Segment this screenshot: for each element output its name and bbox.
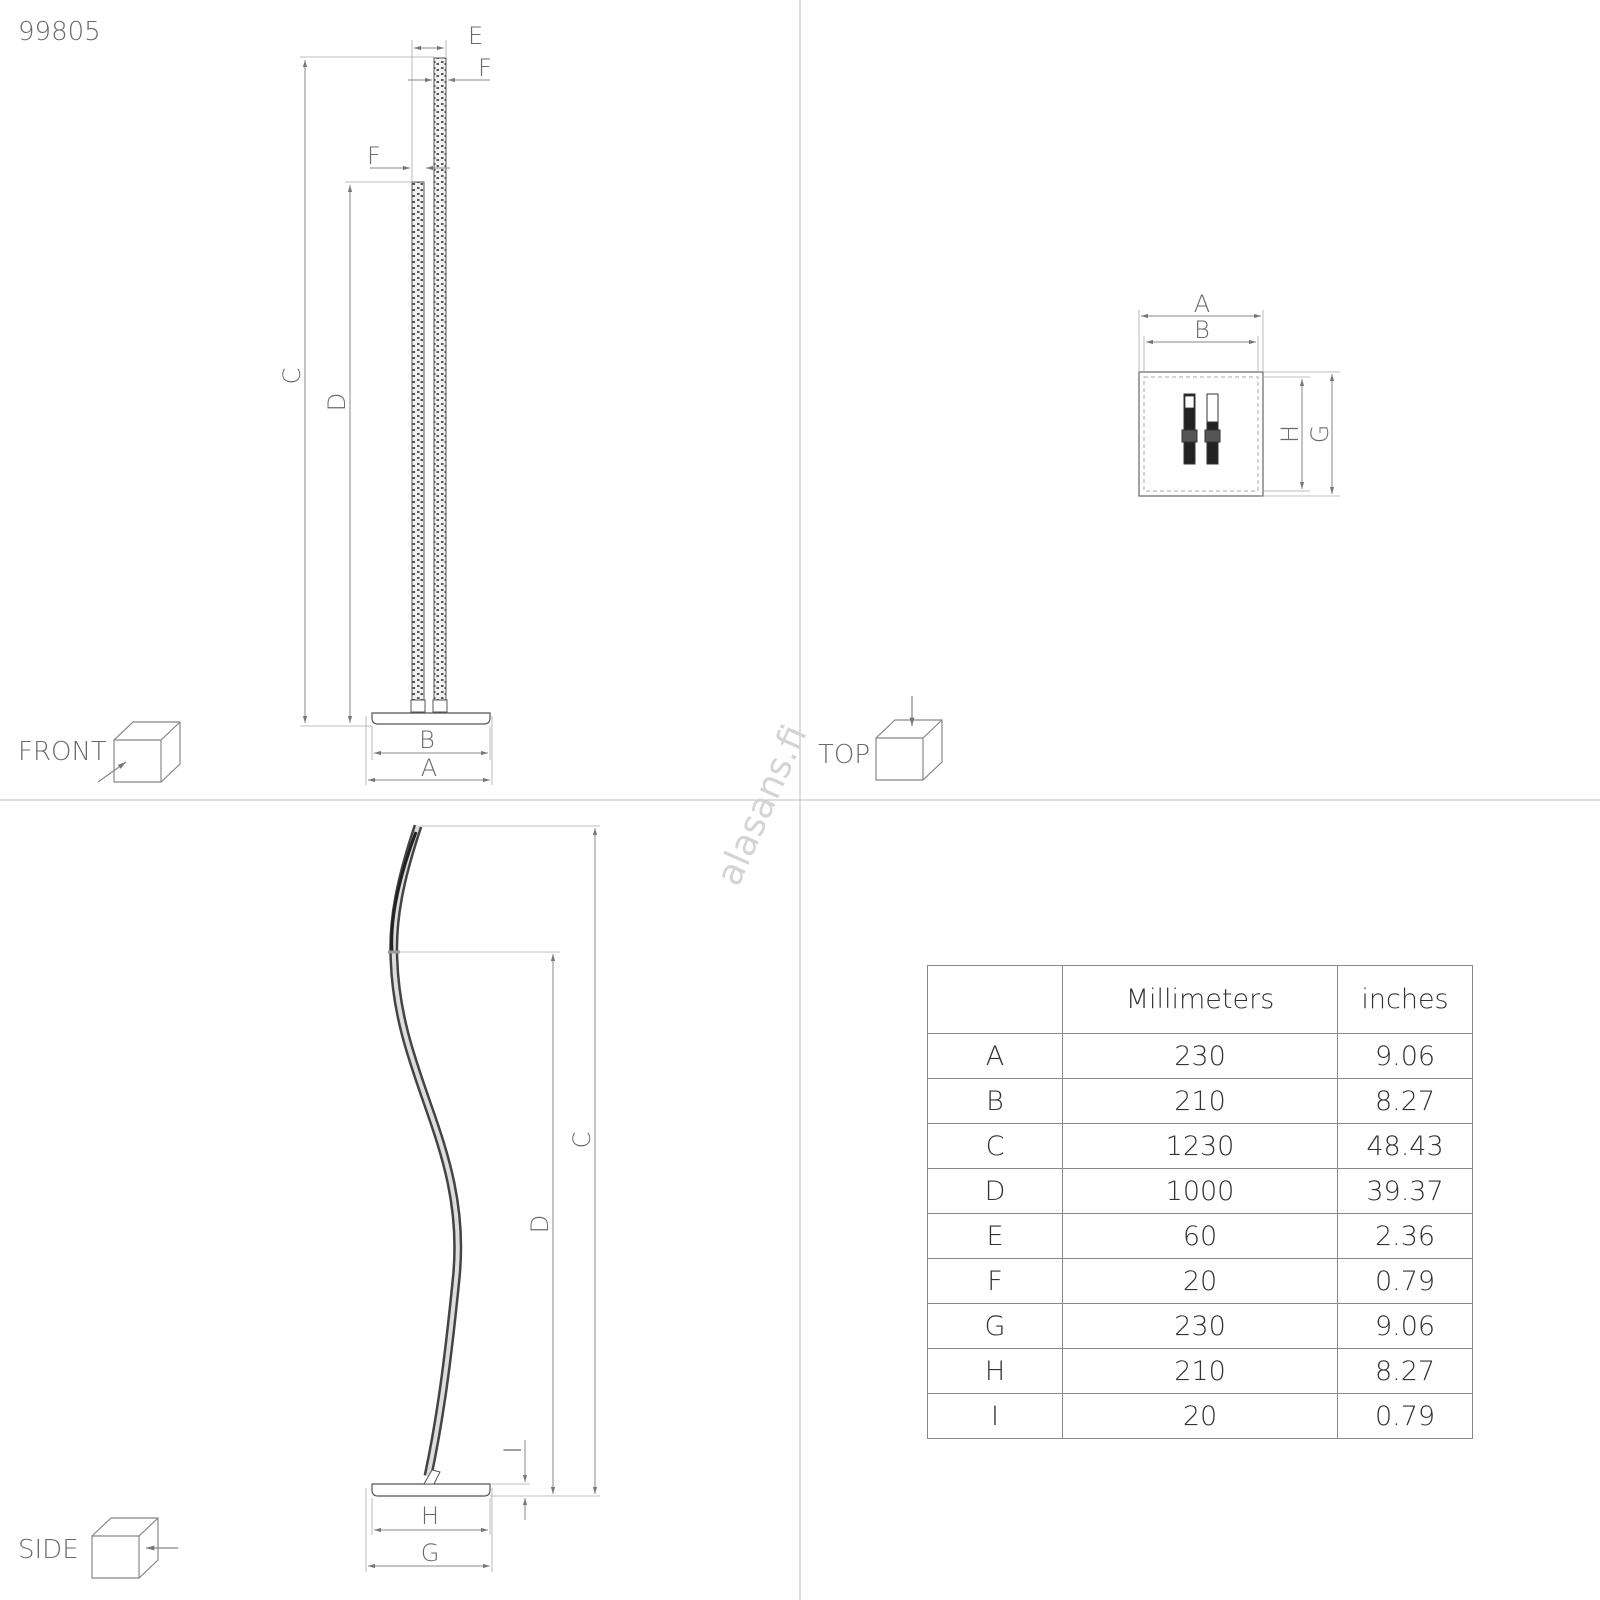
front-label-a: A	[421, 754, 437, 782]
table-cell-inches: 0.79	[1337, 1393, 1473, 1439]
table-cell-inches: 0.79	[1337, 1258, 1473, 1304]
table-row: E 60 2.36	[927, 1213, 1473, 1259]
table-cell-mm: 20	[1062, 1393, 1338, 1439]
top-pole-left	[1183, 393, 1196, 465]
front-label-b: B	[419, 726, 435, 754]
front-view: C D E F F B A FRONT	[18, 22, 493, 785]
top-view-label: TOP	[818, 740, 870, 770]
front-pole-tall	[433, 57, 447, 705]
table-header-cell: Millimeters	[1062, 965, 1338, 1034]
table-cell-inches: 48.43	[1337, 1123, 1473, 1169]
table-cell-inches: 8.27	[1337, 1348, 1473, 1394]
table-cell-letter: H	[927, 1348, 1063, 1394]
table-cell-letter: F	[927, 1258, 1063, 1304]
table-cell-inches: 9.06	[1337, 1033, 1473, 1079]
top-label-h: H	[1276, 425, 1304, 443]
front-label-d: D	[323, 393, 351, 411]
table-cell-inches: 9.06	[1337, 1303, 1473, 1349]
front-label-f-lower: F	[367, 142, 381, 170]
table-row: D 1000 39.37	[927, 1168, 1473, 1214]
table-row: C 1230 48.43	[927, 1123, 1473, 1169]
table-cell-letter: E	[927, 1213, 1063, 1259]
table-cell-letter: D	[927, 1168, 1063, 1214]
side-label-c: C	[568, 1132, 596, 1149]
table-cell-inches: 8.27	[1337, 1078, 1473, 1124]
table-cell-inches: 2.36	[1337, 1213, 1473, 1259]
table-cell-mm: 230	[1062, 1303, 1338, 1349]
table-cell-mm: 20	[1062, 1258, 1338, 1304]
front-view-label: FRONT	[18, 737, 107, 767]
top-cube-icon	[875, 696, 943, 781]
top-label-g: G	[1306, 425, 1334, 444]
front-pole-short	[411, 181, 425, 705]
table-cell-mm: 1000	[1062, 1168, 1338, 1214]
table-row: B 210 8.27	[927, 1078, 1473, 1124]
table-row: G 230 9.06	[927, 1303, 1473, 1349]
table-cell-mm: 60	[1062, 1213, 1338, 1259]
table-row: I 20 0.79	[927, 1393, 1473, 1439]
side-base	[371, 1483, 491, 1497]
front-label-c: C	[278, 368, 306, 385]
table-cell-mm: 210	[1062, 1348, 1338, 1394]
top-base-outline	[1138, 371, 1264, 497]
table-header-cell	[927, 965, 1063, 1034]
side-label-d: D	[526, 1215, 554, 1233]
table-cell-letter: I	[927, 1393, 1063, 1439]
side-view-label: SIDE	[18, 1535, 79, 1565]
table-row: F 20 0.79	[927, 1258, 1473, 1304]
table-cell-mm: 1230	[1062, 1123, 1338, 1169]
table-cell-mm: 210	[1062, 1078, 1338, 1124]
table-row: H 210 8.27	[927, 1348, 1473, 1394]
front-label-e: E	[468, 22, 483, 50]
table-header-cell: inches	[1337, 965, 1473, 1034]
side-label-i: I	[499, 1446, 527, 1453]
front-base	[371, 712, 491, 725]
table-cell-letter: C	[927, 1123, 1063, 1169]
table-cell-letter: A	[927, 1033, 1063, 1079]
front-label-f-top: F	[478, 54, 492, 82]
side-lamp-body	[389, 824, 463, 1477]
top-view: A B H G TOP	[818, 290, 1340, 781]
front-cube-icon	[97, 721, 181, 783]
table-row: A 230 9.06	[927, 1033, 1473, 1079]
table-header-row: Millimeters inches	[927, 965, 1473, 1034]
product-code: 99805	[18, 17, 101, 47]
side-cube-icon	[91, 1517, 178, 1579]
table-cell-mm: 230	[1062, 1033, 1338, 1079]
table-cell-letter: B	[927, 1078, 1063, 1124]
side-label-g: G	[421, 1539, 440, 1567]
top-label-a: A	[1194, 290, 1210, 318]
table-cell-letter: G	[927, 1303, 1063, 1349]
dimension-table: Millimeters inches A 230 9.06 B 210 8.27…	[927, 965, 1473, 1439]
top-label-b: B	[1194, 316, 1210, 344]
side-view: C D I H G SIDE	[18, 824, 600, 1579]
side-label-h: H	[421, 1502, 439, 1530]
table-cell-inches: 39.37	[1337, 1168, 1473, 1214]
